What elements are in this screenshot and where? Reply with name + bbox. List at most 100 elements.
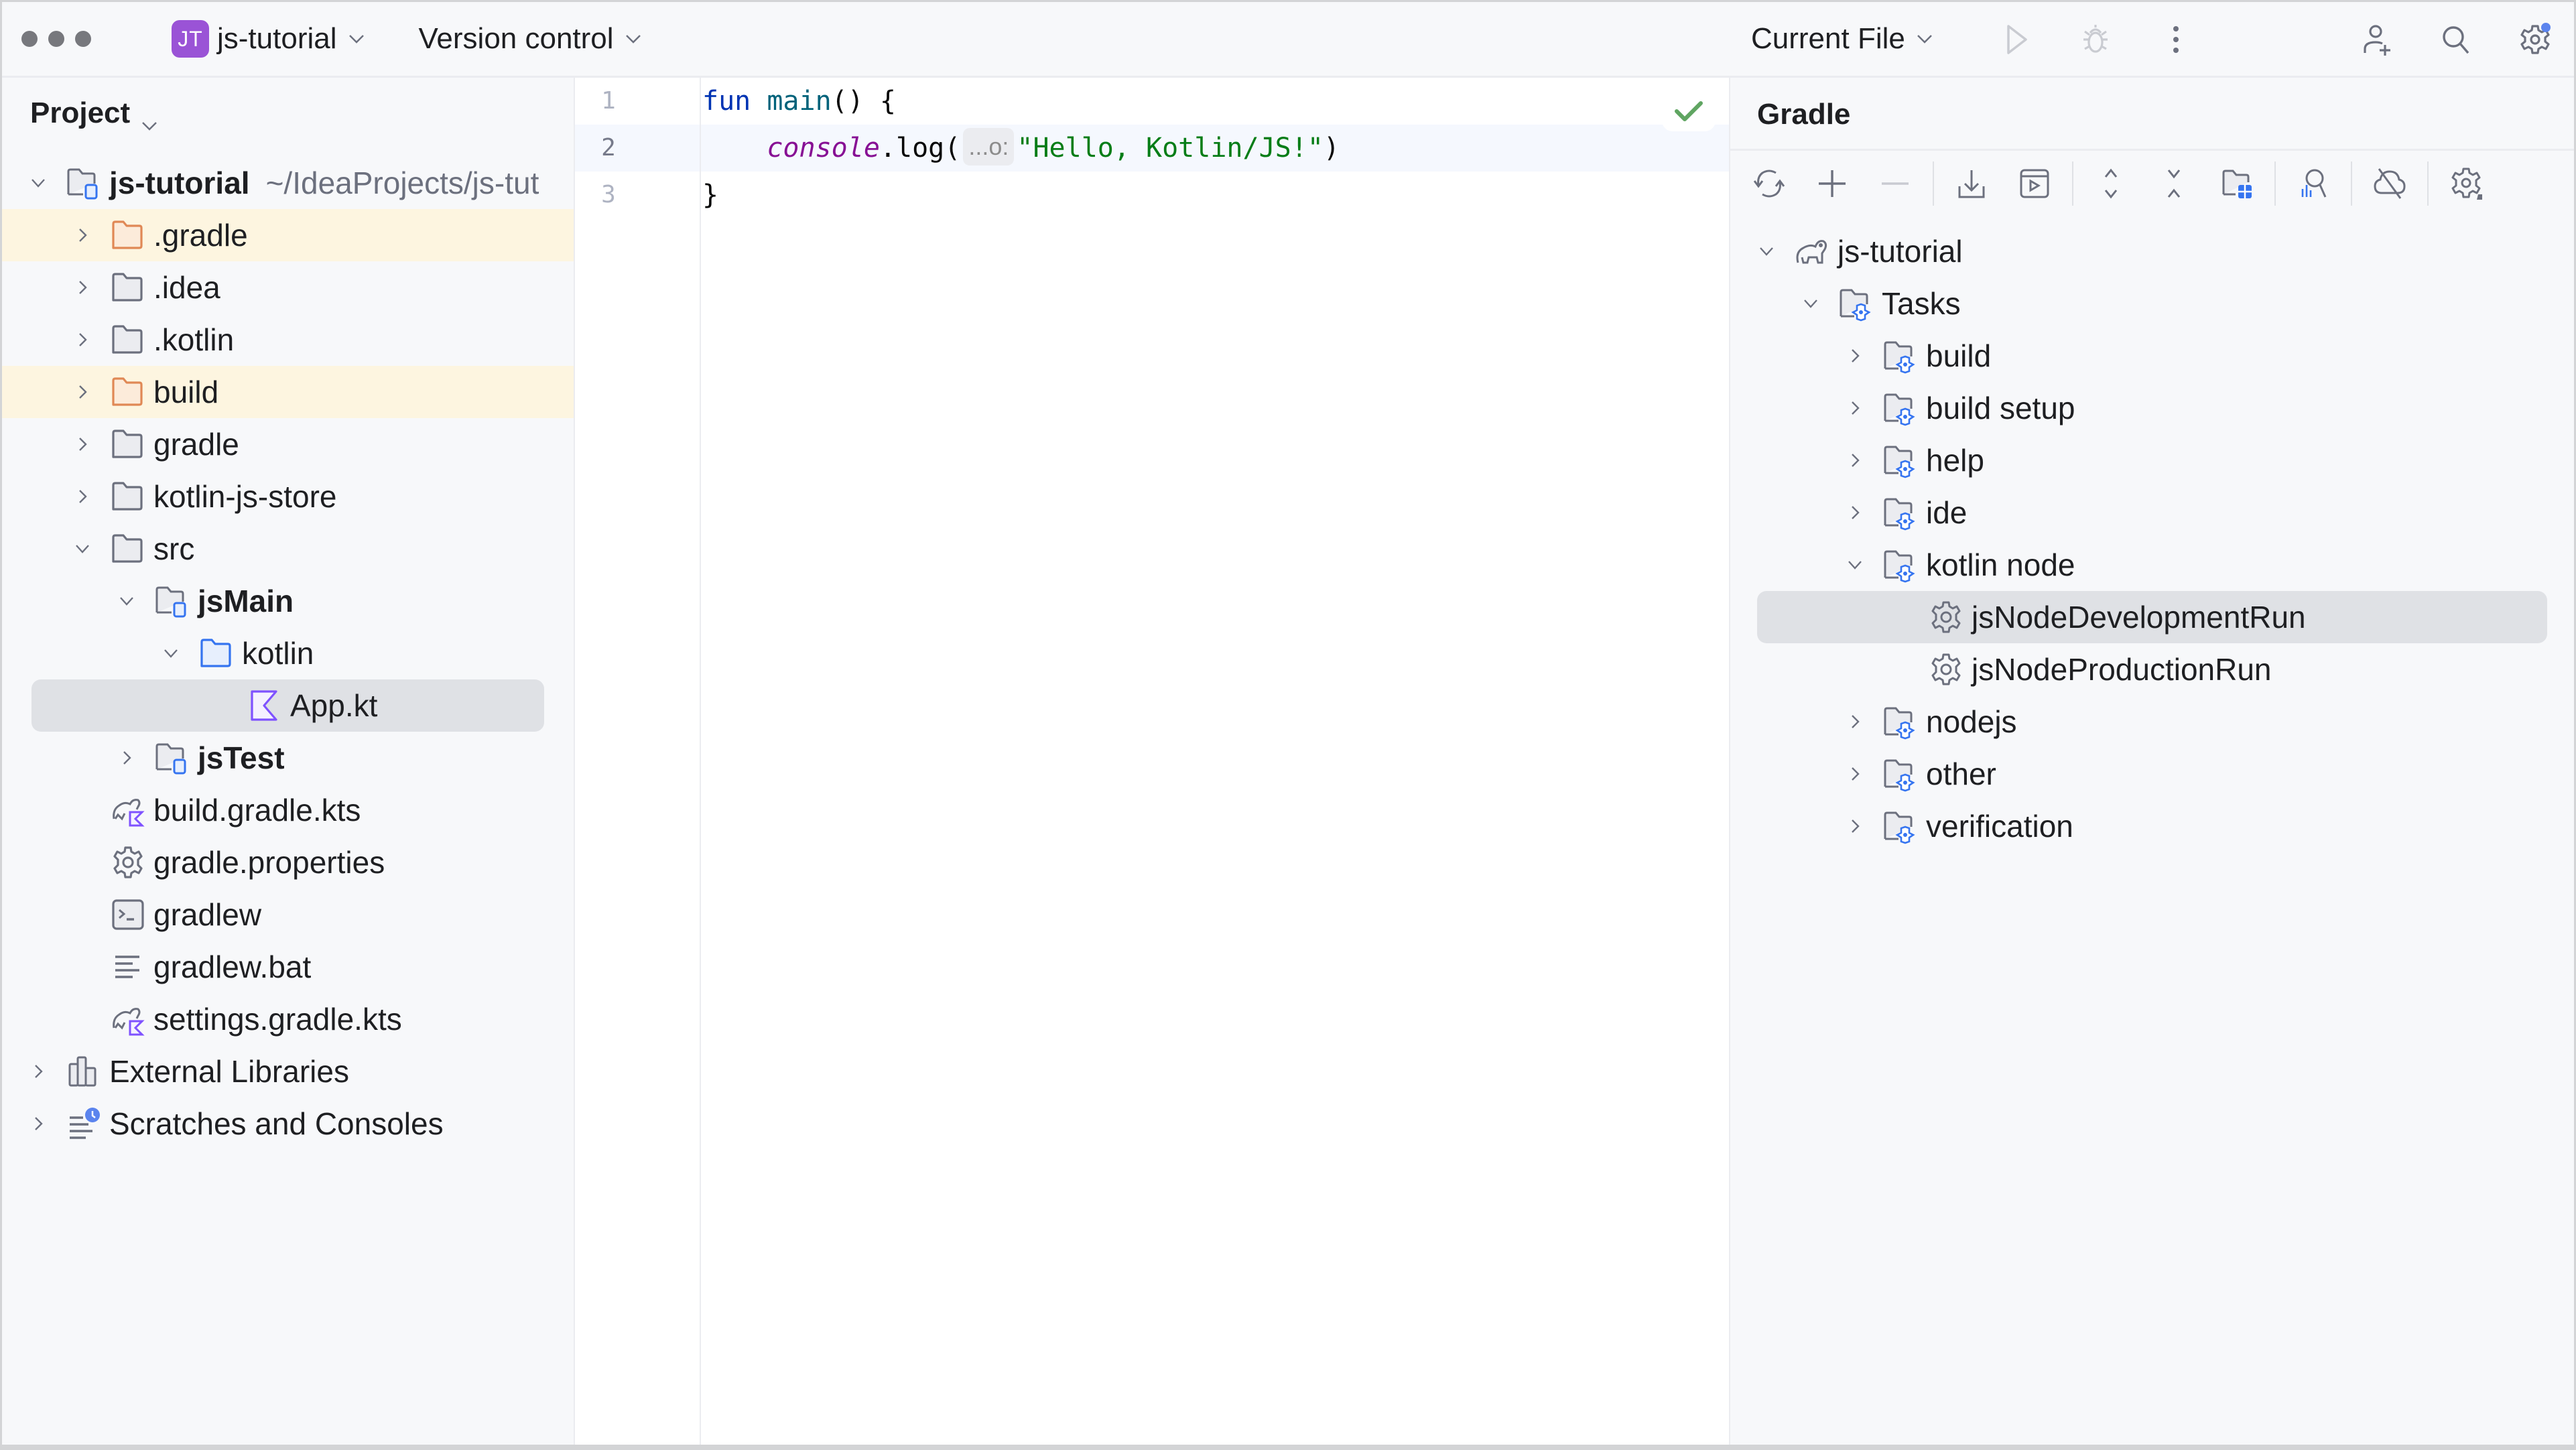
gradle-item-build[interactable]: build (1730, 330, 2574, 382)
run-config-label: Current File (1751, 22, 1905, 55)
offline-mode-button[interactable] (2364, 158, 2415, 209)
search-everywhere-button[interactable] (2437, 21, 2475, 58)
tree-item-label: gradlew.bat (153, 949, 312, 984)
chevron-down-icon[interactable] (157, 640, 184, 667)
chevron-down-icon[interactable] (1753, 238, 1780, 265)
code-line-1: fun main() { (701, 78, 896, 125)
chevron-right-icon[interactable] (25, 1058, 52, 1085)
project-switcher[interactable]: JT js-tutorial (165, 12, 372, 66)
chevron-right-icon[interactable] (1842, 395, 1868, 421)
chevron-right-icon[interactable] (1842, 499, 1868, 526)
gradle-item-verification[interactable]: verification (1730, 800, 2574, 852)
version-control-menu[interactable]: Version control (404, 12, 649, 66)
parameter-hint[interactable]: ...o: (963, 128, 1015, 166)
chevron-right-icon[interactable] (25, 1110, 52, 1137)
tree-item-gradlew[interactable]: gradlew (2, 888, 574, 941)
expand-all-button[interactable] (2085, 158, 2136, 209)
tree-item-scratches[interactable]: Scratches and Consoles (2, 1098, 574, 1150)
gradle-item-tasks[interactable]: Tasks (1730, 277, 2574, 330)
tree-item-settings-gradle-kts[interactable]: settings.gradle.kts (2, 993, 574, 1045)
terminal-script-icon (109, 896, 147, 933)
reload-button[interactable] (1744, 158, 1795, 209)
collapse-all-button[interactable] (2148, 158, 2199, 209)
zoom-window-button[interactable] (75, 31, 91, 47)
chevron-right-icon[interactable] (69, 274, 96, 301)
chevron-right-icon[interactable] (69, 483, 96, 510)
chevron-right-icon[interactable] (1842, 447, 1868, 474)
tree-item-src[interactable]: src (2, 523, 574, 575)
tree-item-kotlin-dir[interactable]: .kotlin (2, 314, 574, 366)
chevron-right-icon[interactable] (69, 222, 96, 249)
run-configuration-selector[interactable]: Current File (1744, 12, 1940, 66)
excluded-folder-icon (109, 373, 147, 411)
tree-item-label: kotlin (242, 636, 314, 671)
chevron-right-icon[interactable] (1842, 761, 1868, 787)
tree-item-jsmain[interactable]: jsMain (2, 575, 574, 627)
tree-item-build-gradle-kts[interactable]: build.gradle.kts (2, 784, 574, 836)
editor-gutter[interactable]: 1 2 3 (575, 78, 701, 1445)
group-modules-button[interactable] (2211, 158, 2262, 209)
tree-item-gradle[interactable]: gradle (2, 418, 574, 470)
tree-item-label: other (1926, 756, 1996, 791)
tree-item-idea[interactable]: .idea (2, 261, 574, 314)
project-name: js-tutorial (217, 22, 337, 55)
tree-item-app-kt[interactable]: App.kt (2, 679, 574, 732)
add-button[interactable] (1807, 158, 1858, 209)
gradle-task-jsnodedevelopmentrun[interactable]: jsNodeDevelopmentRun (1730, 591, 2574, 643)
gradle-item-build-setup[interactable]: build setup (1730, 382, 2574, 434)
more-actions-button[interactable] (2157, 21, 2195, 58)
gradle-task-jsnodeproductionrun[interactable]: jsNodeProductionRun (1730, 643, 2574, 696)
tree-item-label: jsMain (198, 584, 294, 618)
group-modules-icon (2222, 170, 2252, 198)
remove-button[interactable] (1870, 158, 1921, 209)
ide-settings-button[interactable] (2516, 21, 2554, 58)
code-with-me-button[interactable] (2358, 21, 2396, 58)
chevron-down-icon[interactable] (1797, 290, 1824, 317)
toolbar-separator (2274, 161, 2276, 206)
chevron-down-icon (1916, 32, 1933, 46)
chevron-right-icon[interactable] (69, 379, 96, 405)
chevron-right-icon[interactable] (69, 431, 96, 458)
gradle-item-nodejs[interactable]: nodejs (1730, 696, 2574, 748)
tree-item-build[interactable]: build (2, 366, 574, 418)
run-task-button[interactable] (2009, 158, 2060, 209)
chevron-right-icon[interactable] (1842, 708, 1868, 735)
tree-item-kotlin-source[interactable]: kotlin (2, 627, 574, 679)
gradle-settings-button[interactable] (2441, 158, 2492, 209)
chevron-down-icon[interactable] (25, 170, 52, 196)
punctuation-token: ) (1323, 133, 1340, 163)
tree-item-kotlin-js-store[interactable]: kotlin-js-store (2, 470, 574, 523)
code-editor[interactable]: 1 2 3 fun main() { console.log(...o:"Hel… (574, 78, 1729, 1445)
gradle-item-other[interactable]: other (1730, 748, 2574, 800)
tree-item-label: js-tutorial (1838, 234, 1963, 269)
tree-item-label: nodejs (1926, 704, 2017, 739)
debug-button[interactable] (2077, 21, 2114, 58)
tree-item-external-libraries[interactable]: External Libraries (2, 1045, 574, 1098)
code-area[interactable]: fun main() { console.log(...o:"Hello, Ko… (701, 78, 1729, 1445)
gradle-item-kotlin-node[interactable]: kotlin node (1730, 539, 2574, 591)
gradle-item-project[interactable]: js-tutorial (1730, 225, 2574, 277)
tree-item-root[interactable]: js-tutorial ~/IdeaProjects/js-tut (2, 157, 574, 209)
tree-item-label: ide (1926, 495, 1968, 530)
gradle-item-help[interactable]: help (1730, 434, 2574, 486)
chevron-right-icon[interactable] (1842, 813, 1868, 840)
chevron-down-icon[interactable] (69, 535, 96, 562)
close-window-button[interactable] (21, 31, 38, 47)
analyze-dependencies-button[interactable] (2288, 158, 2339, 209)
tree-item-gradle-properties[interactable]: gradle.properties (2, 836, 574, 888)
download-sources-button[interactable] (1946, 158, 1997, 209)
chevron-right-icon[interactable] (1842, 342, 1868, 369)
chevron-down-icon[interactable] (113, 588, 140, 614)
inspection-widget[interactable] (1662, 91, 1716, 131)
tree-item-gradlew-bat[interactable]: gradlew.bat (2, 941, 574, 993)
module-folder-icon (65, 164, 103, 202)
chevron-right-icon[interactable] (69, 326, 96, 353)
minimize-window-button[interactable] (48, 31, 64, 47)
tree-item-jstest[interactable]: jsTest (2, 732, 574, 784)
gradle-item-ide[interactable]: ide (1730, 486, 2574, 539)
tree-item-gradle-dir[interactable]: .gradle (2, 209, 574, 261)
chevron-right-icon[interactable] (113, 744, 140, 771)
chevron-down-icon[interactable] (1842, 551, 1868, 578)
project-view-selector[interactable]: Project (30, 96, 158, 131)
run-button[interactable] (1998, 21, 2035, 58)
